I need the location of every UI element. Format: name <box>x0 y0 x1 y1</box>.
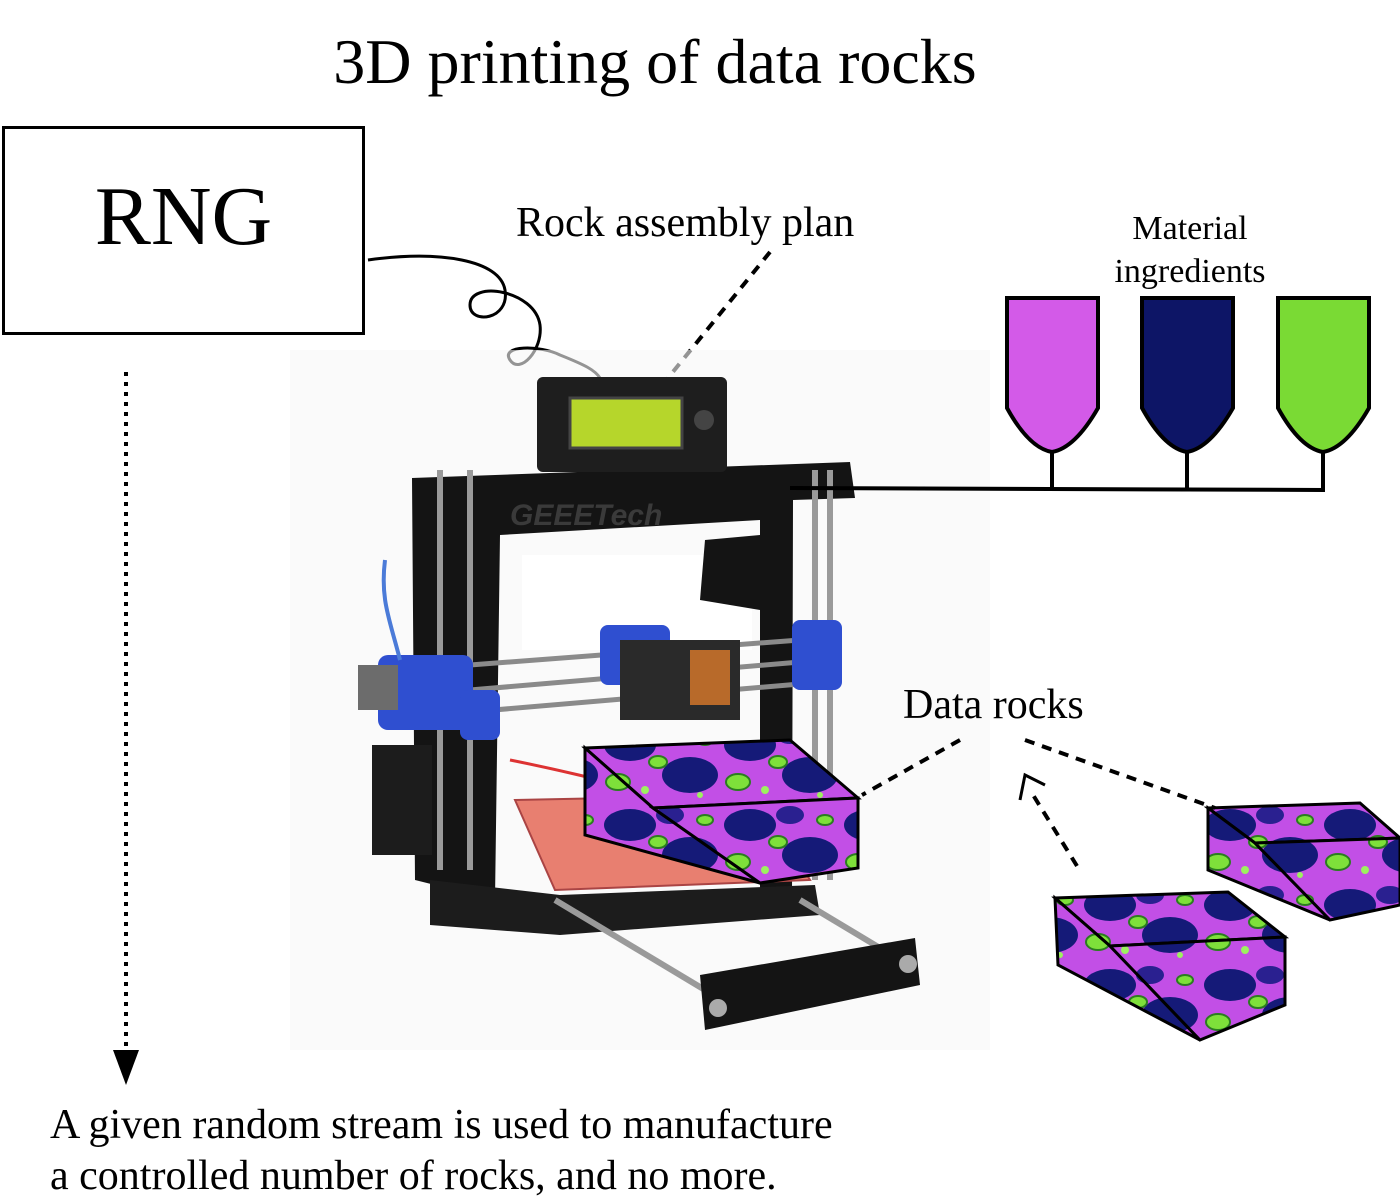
rocks-pointer-2 <box>1024 738 1216 810</box>
hopper-magenta <box>1005 296 1100 455</box>
caption: A given random stream is used to manufac… <box>50 1100 1250 1202</box>
rng-box: RNG <box>2 126 365 335</box>
data-rock-small-lower <box>1051 890 1290 1042</box>
caption-line-1: A given random stream is used to manufac… <box>50 1102 833 1148</box>
hopper-navy <box>1140 296 1235 455</box>
material-ingredients-label: Material ingredients <box>1114 210 1266 290</box>
hopper-green <box>1276 296 1371 455</box>
data-rock-large <box>581 738 862 885</box>
rng-output-arrowhead <box>113 1050 139 1085</box>
rocks-pointer-1 <box>861 738 961 797</box>
rocks-pointer-3 <box>1028 788 1079 868</box>
caption-line-2: a controlled number of rocks, and no mor… <box>50 1153 777 1200</box>
material-feed-line <box>789 486 1326 492</box>
material-hoppers <box>1005 296 1371 492</box>
assembly-plan-label: Rock assembly plan <box>516 200 855 246</box>
data-rock-small-upper <box>1203 801 1400 922</box>
3d-printer-image: GEEETech <box>290 350 990 1050</box>
rocks-pointer-3-arrowhead <box>1018 772 1046 801</box>
diagram-title: 3D printing of data rocks <box>333 26 977 97</box>
printer-brand-text: GEEETech <box>510 499 662 532</box>
data-rocks-label: Data rocks <box>903 682 1084 728</box>
rng-label: RNG <box>94 170 273 263</box>
